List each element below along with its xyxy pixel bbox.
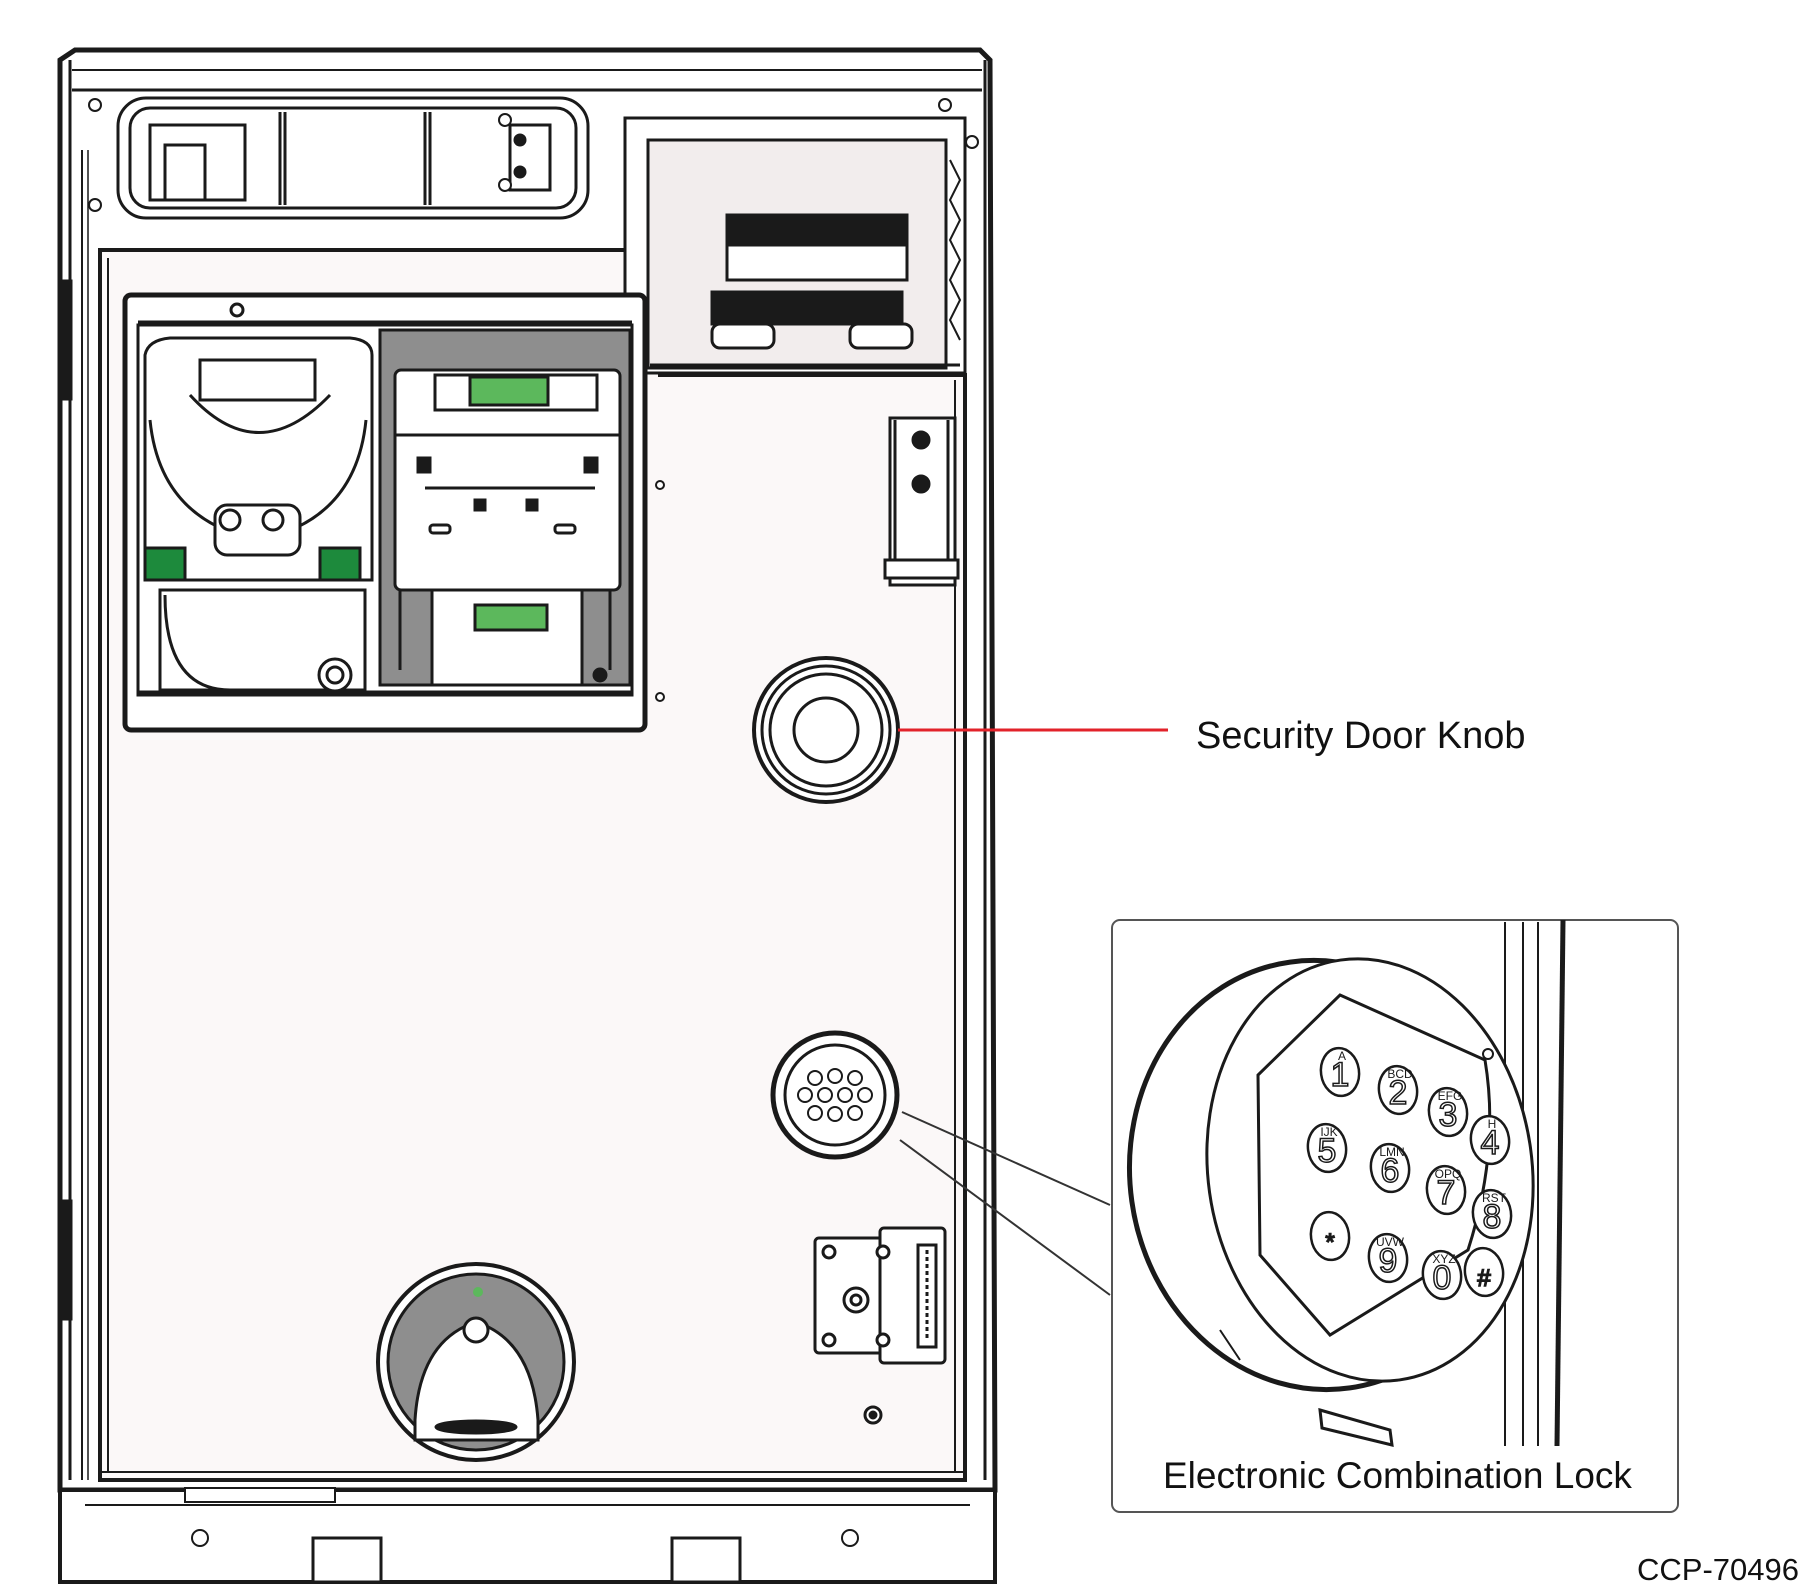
keypad-key-digit: 6 <box>1381 1152 1400 1190</box>
keypad-key-digit: 2 <box>1389 1074 1408 1112</box>
keypad-key-letters: A <box>1338 1049 1346 1063</box>
keypad-key-digit: 9 <box>1379 1242 1398 1280</box>
screw-row <box>88 98 979 212</box>
keypad-key-digit: * <box>1325 1229 1334 1256</box>
keypad-key-digit: # <box>1477 1265 1491 1292</box>
door-latch-bracket <box>883 416 960 587</box>
security-door-knob-label: Security Door Knob <box>1196 715 1526 757</box>
bill-validator <box>378 328 632 687</box>
coin-hopper <box>143 336 374 693</box>
keypad-key-letters: IJK <box>1320 1125 1337 1139</box>
keypad-key: # <box>1463 1246 1505 1298</box>
combination-lock-small <box>770 1030 900 1160</box>
keypad-key-letters: EFG <box>1438 1089 1463 1103</box>
keypad-key-letters: BCD <box>1387 1067 1413 1081</box>
keypad-key-digit: 0 <box>1433 1259 1452 1297</box>
top-vent-handle <box>116 96 590 220</box>
keypad-key: * <box>1309 1210 1351 1262</box>
keypad-key: 1A <box>1319 1046 1361 1098</box>
keypad-key-letters: OPQ <box>1435 1167 1462 1181</box>
lock-zoom-lines <box>899 1111 1111 1296</box>
keypad-key-letters: XYZ <box>1432 1252 1455 1266</box>
keypad-key-digit: 4 <box>1481 1124 1500 1162</box>
hinge-strip <box>59 150 89 1480</box>
keypad-key-digit: 7 <box>1437 1174 1456 1212</box>
keypad-key-digit: 1 <box>1331 1056 1350 1094</box>
electronic-combination-lock-label: Electronic Combination Lock <box>1163 1455 1632 1496</box>
keypad-key-digit: 5 <box>1318 1132 1337 1170</box>
cabinet-base <box>58 1487 997 1584</box>
keypad-key-letters: UVW <box>1376 1235 1405 1249</box>
keypad-key-digit: 8 <box>1483 1198 1502 1236</box>
keypad-key-letters: LMN <box>1379 1145 1404 1159</box>
keypad-key: 4H <box>1469 1114 1511 1166</box>
keypad-key-digit: 3 <box>1439 1096 1458 1134</box>
fingerprint-reader <box>376 1262 576 1462</box>
keypad-key-letters: H <box>1488 1117 1497 1131</box>
figure-id-label: CCP-70496 <box>1637 1552 1799 1586</box>
keypad-key-letters: RST <box>1482 1191 1507 1205</box>
security-door-knob <box>752 656 900 804</box>
receipt-printer-module <box>623 116 967 375</box>
key-lock-plate <box>813 1226 947 1425</box>
